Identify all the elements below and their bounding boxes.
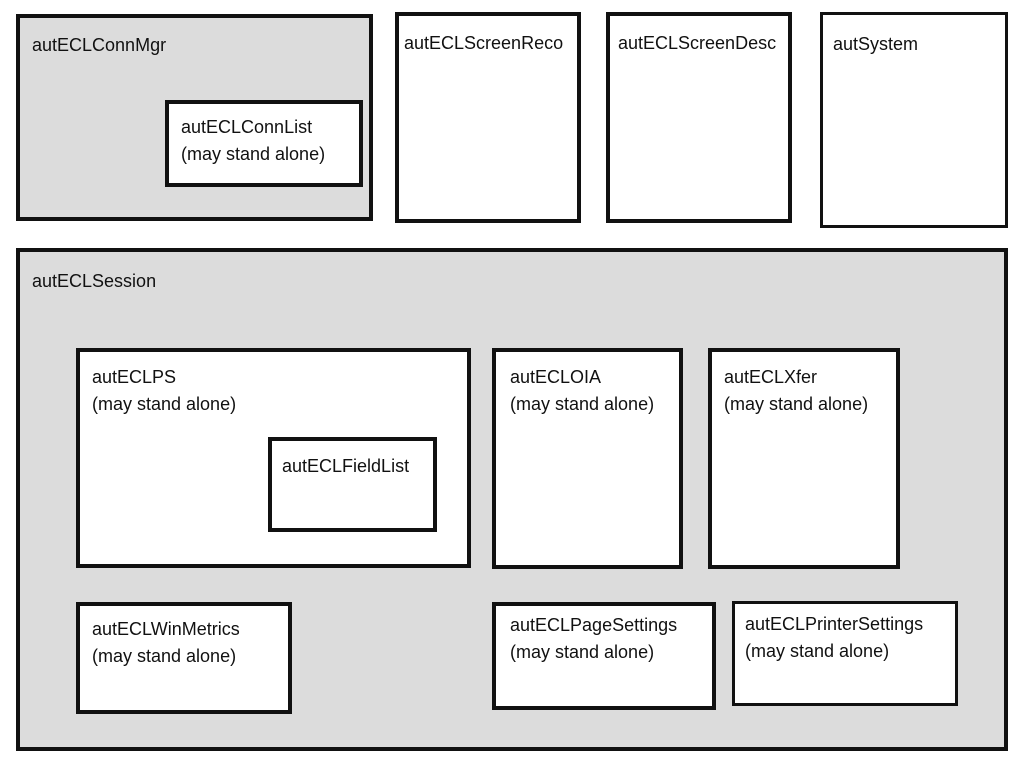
box-label: autECLScreenReco bbox=[404, 33, 564, 53]
standalone-note: (may stand alone) bbox=[745, 641, 890, 661]
box-title: autECLOIA bbox=[510, 367, 602, 387]
box-label: autECLFieldList bbox=[282, 456, 410, 476]
box-autECLOIA: autECLOIA (may stand alone) bbox=[492, 348, 683, 569]
box-title: autECLPS bbox=[92, 367, 177, 387]
box-title: autECLPageSettings bbox=[510, 615, 678, 635]
box-label: autECLXfer (may stand alone) bbox=[724, 364, 896, 418]
box-autECLConnMgr: autECLConnMgr autECLConnList (may stand … bbox=[16, 14, 373, 221]
box-title: autECLWinMetrics bbox=[92, 619, 240, 639]
standalone-note: (may stand alone) bbox=[510, 642, 655, 662]
standalone-note: (may stand alone) bbox=[181, 144, 326, 164]
box-label: autECLConnList (may stand alone) bbox=[181, 114, 359, 168]
box-autSystem: autSystem bbox=[820, 12, 1008, 228]
standalone-note: (may stand alone) bbox=[92, 646, 237, 666]
box-label: autECLPageSettings (may stand alone) bbox=[510, 612, 712, 666]
standalone-note: (may stand alone) bbox=[92, 394, 237, 414]
box-label: autECLSession bbox=[32, 271, 157, 291]
box-autECLPrinterSettings: autECLPrinterSettings (may stand alone) bbox=[732, 601, 958, 706]
box-autECLScreenDesc: autECLScreenDesc bbox=[606, 12, 792, 223]
box-title: autECLConnList bbox=[181, 117, 313, 137]
box-title: autECLXfer bbox=[724, 367, 818, 387]
box-title: autECLPrinterSettings bbox=[745, 614, 924, 634]
box-autECLSession: autECLSession autECLPS (may stand alone)… bbox=[16, 248, 1008, 751]
box-autECLPS: autECLPS (may stand alone) autECLFieldLi… bbox=[76, 348, 471, 568]
standalone-note: (may stand alone) bbox=[510, 394, 655, 414]
standalone-note: (may stand alone) bbox=[724, 394, 869, 414]
box-label: autECLWinMetrics (may stand alone) bbox=[92, 616, 288, 670]
box-autECLFieldList: autECLFieldList bbox=[268, 437, 437, 532]
box-label: autECLPS (may stand alone) bbox=[92, 364, 467, 418]
box-label: autECLOIA (may stand alone) bbox=[510, 364, 679, 418]
box-autECLScreenReco: autECLScreenReco bbox=[395, 12, 581, 223]
box-autECLConnList: autECLConnList (may stand alone) bbox=[165, 100, 363, 187]
box-label: autECLScreenDesc bbox=[618, 33, 777, 53]
box-label: autECLPrinterSettings (may stand alone) bbox=[745, 611, 955, 665]
box-label: autSystem bbox=[833, 34, 919, 54]
box-autECLXfer: autECLXfer (may stand alone) bbox=[708, 348, 900, 569]
box-autECLWinMetrics: autECLWinMetrics (may stand alone) bbox=[76, 602, 292, 714]
box-autECLPageSettings: autECLPageSettings (may stand alone) bbox=[492, 602, 716, 710]
box-label: autECLConnMgr bbox=[32, 35, 167, 55]
